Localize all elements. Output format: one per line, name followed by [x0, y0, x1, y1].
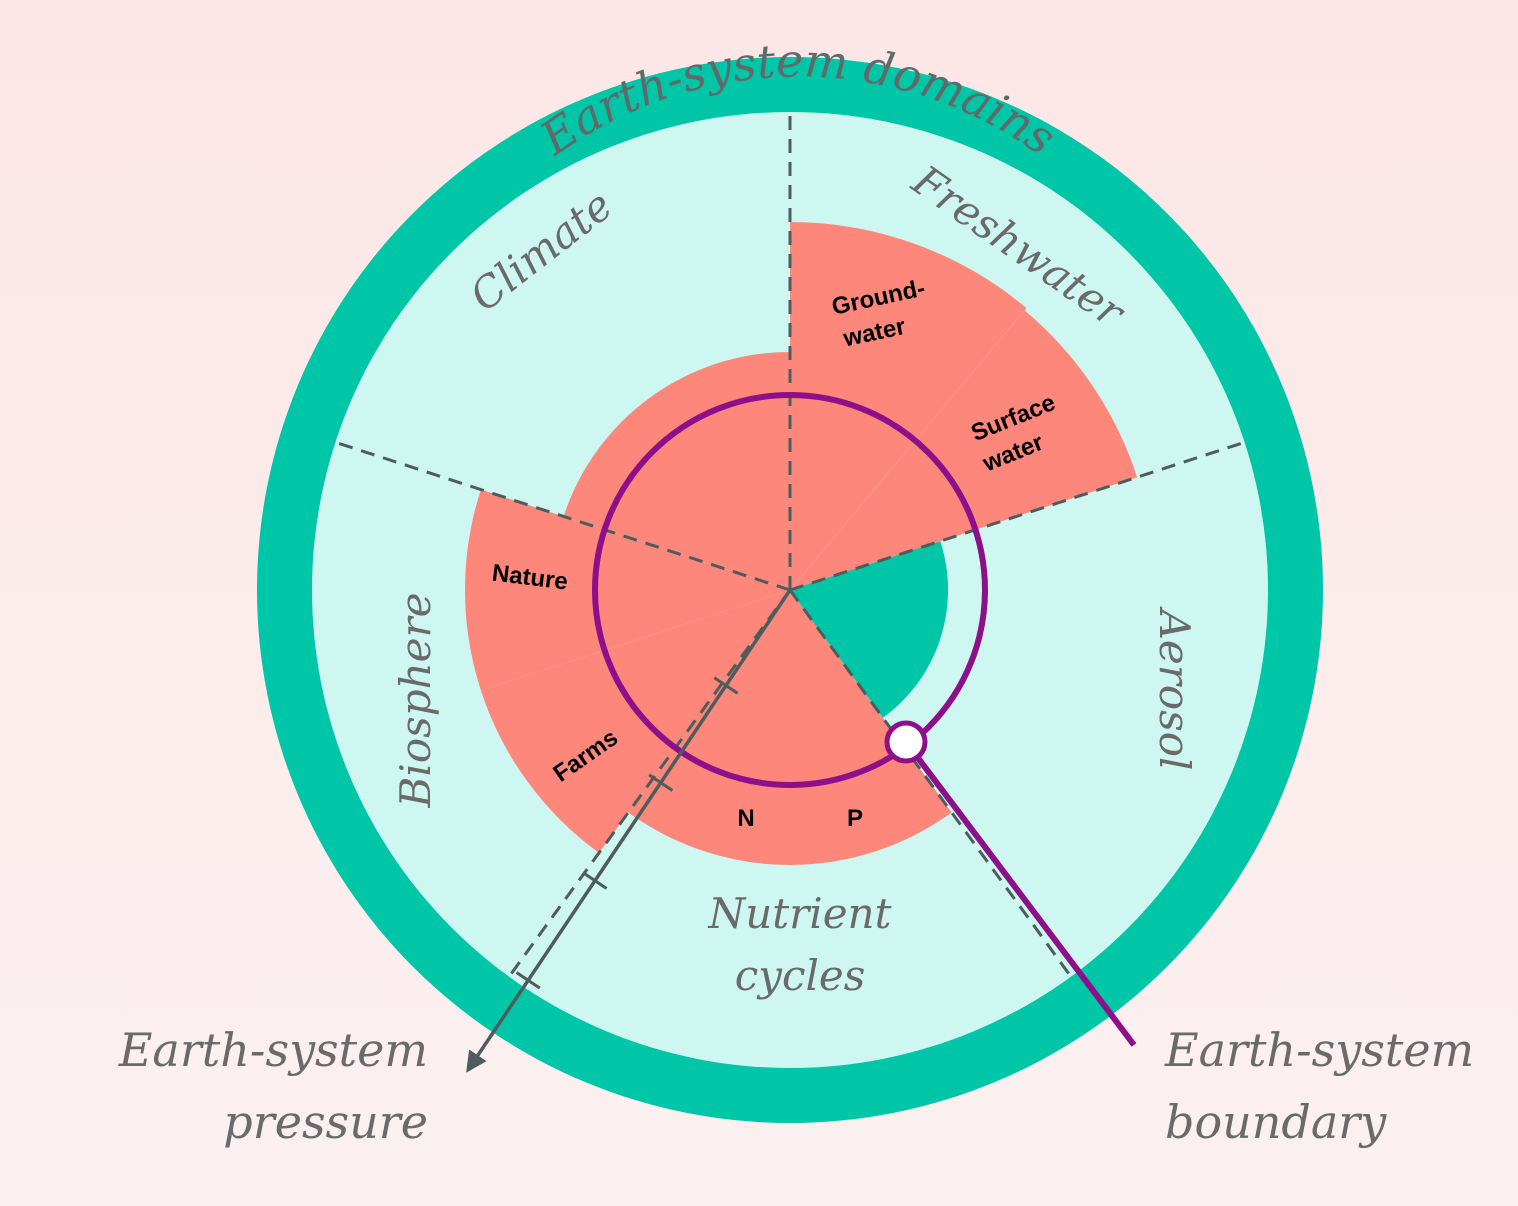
legend-boundary-line2: boundary: [1165, 1095, 1387, 1149]
legend-pressure-line2: pressure: [223, 1095, 428, 1149]
pressure-wedge-aerosol: [790, 541, 949, 718]
pressure-wedge-surface-water: [790, 310, 1138, 590]
pressure-wedge-nature: [465, 489, 790, 691]
pressure-wedge-climate: [563, 351, 790, 590]
domain-label-nutrient-line1: Nutrient: [708, 889, 892, 938]
pressure-axis-ticks: [515, 676, 739, 990]
sub-label-nitrogen: N: [737, 805, 754, 832]
boundary-circle: [592, 392, 988, 788]
boundary-marker: [884, 720, 928, 764]
pressure-axis-tick-3: [582, 871, 608, 890]
pressure-wedge-phosphorus: [790, 590, 952, 865]
sector-divider-4: [507, 589, 792, 978]
sub-label-phosphorus: P: [847, 805, 863, 832]
pressure-axis-arrow: [466, 589, 792, 1073]
pressure-axis-tick-1: [713, 676, 739, 695]
legend-pressure-line1: Earth-system: [118, 1023, 428, 1077]
domain-label-biosphere: Biosphere: [391, 593, 440, 809]
boundary-pointer-line: [903, 740, 1137, 1047]
sector-divider-2: [789, 440, 1246, 592]
sector-divider-5: [334, 440, 791, 592]
sector-dividers: [334, 112, 1246, 978]
pressure-axis-tick-4: [515, 971, 541, 990]
legend-boundary-line1: Earth-system: [1164, 1023, 1474, 1077]
domain-label-nutrient-line2: cycles: [735, 951, 866, 1000]
pressure-wedge-farms: [480, 590, 790, 853]
sector-divider-3: [788, 589, 1073, 978]
pressure-wedge-nitrogen: [628, 590, 790, 865]
domain-label-aerosol: Aerosol: [1150, 606, 1199, 771]
pressure-axis-tick-2: [648, 773, 674, 792]
pressure-wedges: [465, 222, 1138, 865]
pressure-wedge-groundwater: [790, 222, 1027, 590]
